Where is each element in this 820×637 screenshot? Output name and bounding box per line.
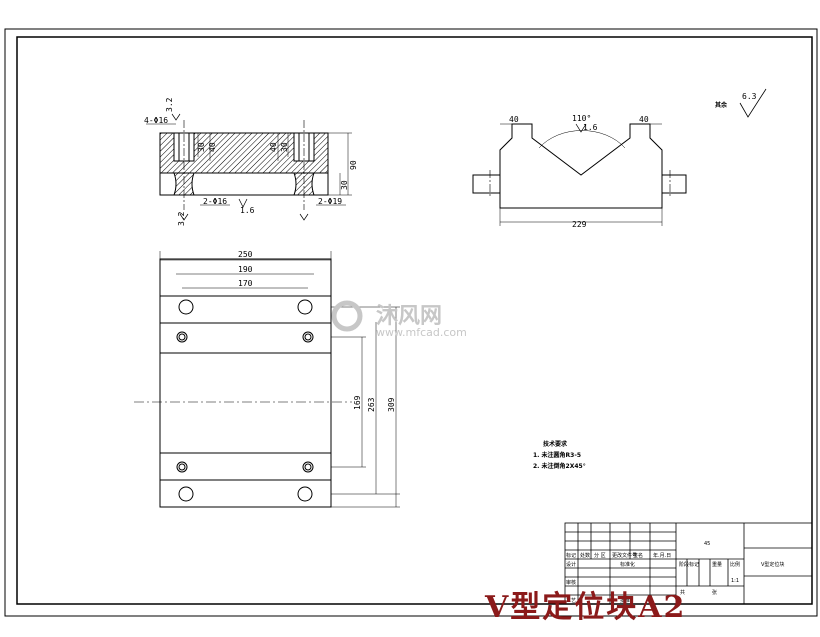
tb-sign: 签名 bbox=[633, 552, 643, 559]
plan-dim-263: 263 bbox=[367, 397, 376, 412]
watermark: 沐风网 www.mfcad.com bbox=[331, 300, 467, 339]
tech-notes-item-2: 2. 未注倒角2X45° bbox=[533, 462, 586, 470]
tech-notes-item-1: 1. 未注圆角R3-5 bbox=[533, 451, 581, 459]
front-dim-30b: 30 bbox=[280, 142, 289, 152]
tb-material: 45 bbox=[704, 541, 710, 547]
front-hole-left-label: 2-Φ16 bbox=[203, 197, 227, 206]
roughness-value: 6.3 bbox=[742, 92, 757, 101]
plan-dim-170: 170 bbox=[238, 279, 253, 288]
front-dim-30c: 30 bbox=[340, 180, 349, 190]
roughness-label: 其余 bbox=[715, 101, 728, 109]
plan-dim-190: 190 bbox=[238, 265, 253, 274]
tb-weight: 重量 bbox=[712, 561, 722, 568]
side-angle: 110° bbox=[572, 114, 591, 123]
inner-frame bbox=[16, 36, 813, 605]
tb-scale: 比例 bbox=[730, 561, 740, 568]
side-dim-right: 40 bbox=[639, 115, 649, 124]
roughness-symbol bbox=[739, 88, 767, 118]
plan-dim-250: 250 bbox=[238, 250, 253, 259]
tech-notes-heading: 技术要求 bbox=[543, 440, 568, 448]
tb-design: 设计 bbox=[566, 561, 576, 568]
tb-scale-value: 1:1 bbox=[731, 578, 739, 584]
tb-process: 工艺 bbox=[566, 598, 576, 604]
outer-frame bbox=[4, 28, 818, 617]
tb-review: 审核 bbox=[566, 579, 576, 586]
front-roughness-left: 3.2 bbox=[165, 97, 174, 112]
side-width: 229 bbox=[572, 220, 587, 229]
front-roughness-mid: 1.6 bbox=[240, 206, 255, 215]
side-roughness: 1.6 bbox=[583, 123, 598, 132]
tb-standard: 标准化 bbox=[620, 561, 635, 568]
front-dim-40b: 40 bbox=[269, 142, 278, 152]
plan-view bbox=[134, 251, 400, 508]
plan-dim-309: 309 bbox=[387, 397, 396, 412]
front-hole-label: 4-Φ16 bbox=[144, 116, 168, 125]
tb-sheet2: 张 bbox=[712, 589, 717, 596]
title-block bbox=[564, 522, 813, 605]
front-roughness-right: 3.2 bbox=[177, 211, 186, 226]
front-section-view bbox=[146, 113, 352, 221]
plan-dim-169: 169 bbox=[353, 395, 362, 410]
side-view bbox=[472, 123, 687, 226]
tb-mark: 标记 bbox=[566, 552, 576, 559]
watermark-url: www.mfcad.com bbox=[376, 326, 467, 339]
side-dim-left: 40 bbox=[509, 115, 519, 124]
tb-approve: 批准 bbox=[620, 597, 630, 604]
tb-part-name: V型定位块 bbox=[761, 561, 784, 568]
tb-date: 年.月.日 bbox=[653, 552, 671, 559]
tb-count: 处数 bbox=[580, 552, 590, 559]
front-dim-90: 90 bbox=[349, 160, 358, 170]
tb-zone: 分 区 bbox=[594, 552, 606, 559]
tb-sheet: 共 bbox=[680, 589, 685, 596]
front-dim-40: 40 bbox=[208, 142, 217, 152]
front-hole-right-label: 2-Φ19 bbox=[318, 197, 342, 206]
watermark-brand: 沐风网 bbox=[376, 304, 442, 329]
tb-doc: 更改文件号 bbox=[612, 552, 637, 559]
drawing-title: V型定位块A2 bbox=[484, 590, 686, 625]
tb-stage: 阶段标记 bbox=[679, 561, 699, 568]
front-dim-30: 30 bbox=[197, 142, 206, 152]
